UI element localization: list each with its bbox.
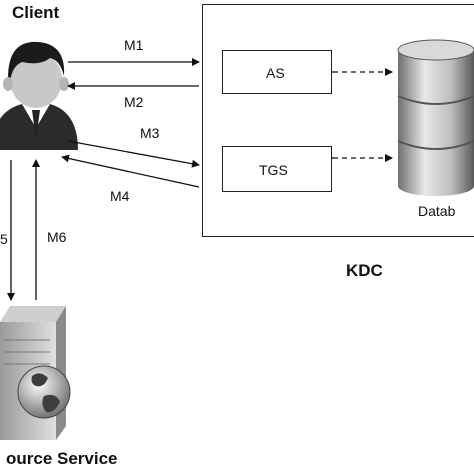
server-globe-icon <box>0 306 71 440</box>
service-label: ource Service <box>6 449 118 468</box>
arrow-m4 <box>61 154 200 188</box>
message-m6: M6 <box>47 229 67 245</box>
tgs-label: TGS <box>259 162 288 178</box>
tgs-box <box>222 146 332 192</box>
client-label: Client <box>12 3 60 22</box>
message-m3: M3 <box>140 125 160 141</box>
client-user-icon <box>0 41 78 150</box>
kdc-container <box>202 4 474 237</box>
message-m4: M4 <box>110 188 130 204</box>
database-label: Datab <box>418 203 456 219</box>
message-m2: M2 <box>124 94 144 110</box>
message-m1: M1 <box>124 37 144 53</box>
message-m5: 5 <box>0 231 8 247</box>
kdc-label: KDC <box>346 261 383 280</box>
arrow-m3 <box>67 140 200 168</box>
as-label: AS <box>266 65 285 81</box>
database-icon <box>397 39 474 196</box>
as-box <box>222 50 332 94</box>
